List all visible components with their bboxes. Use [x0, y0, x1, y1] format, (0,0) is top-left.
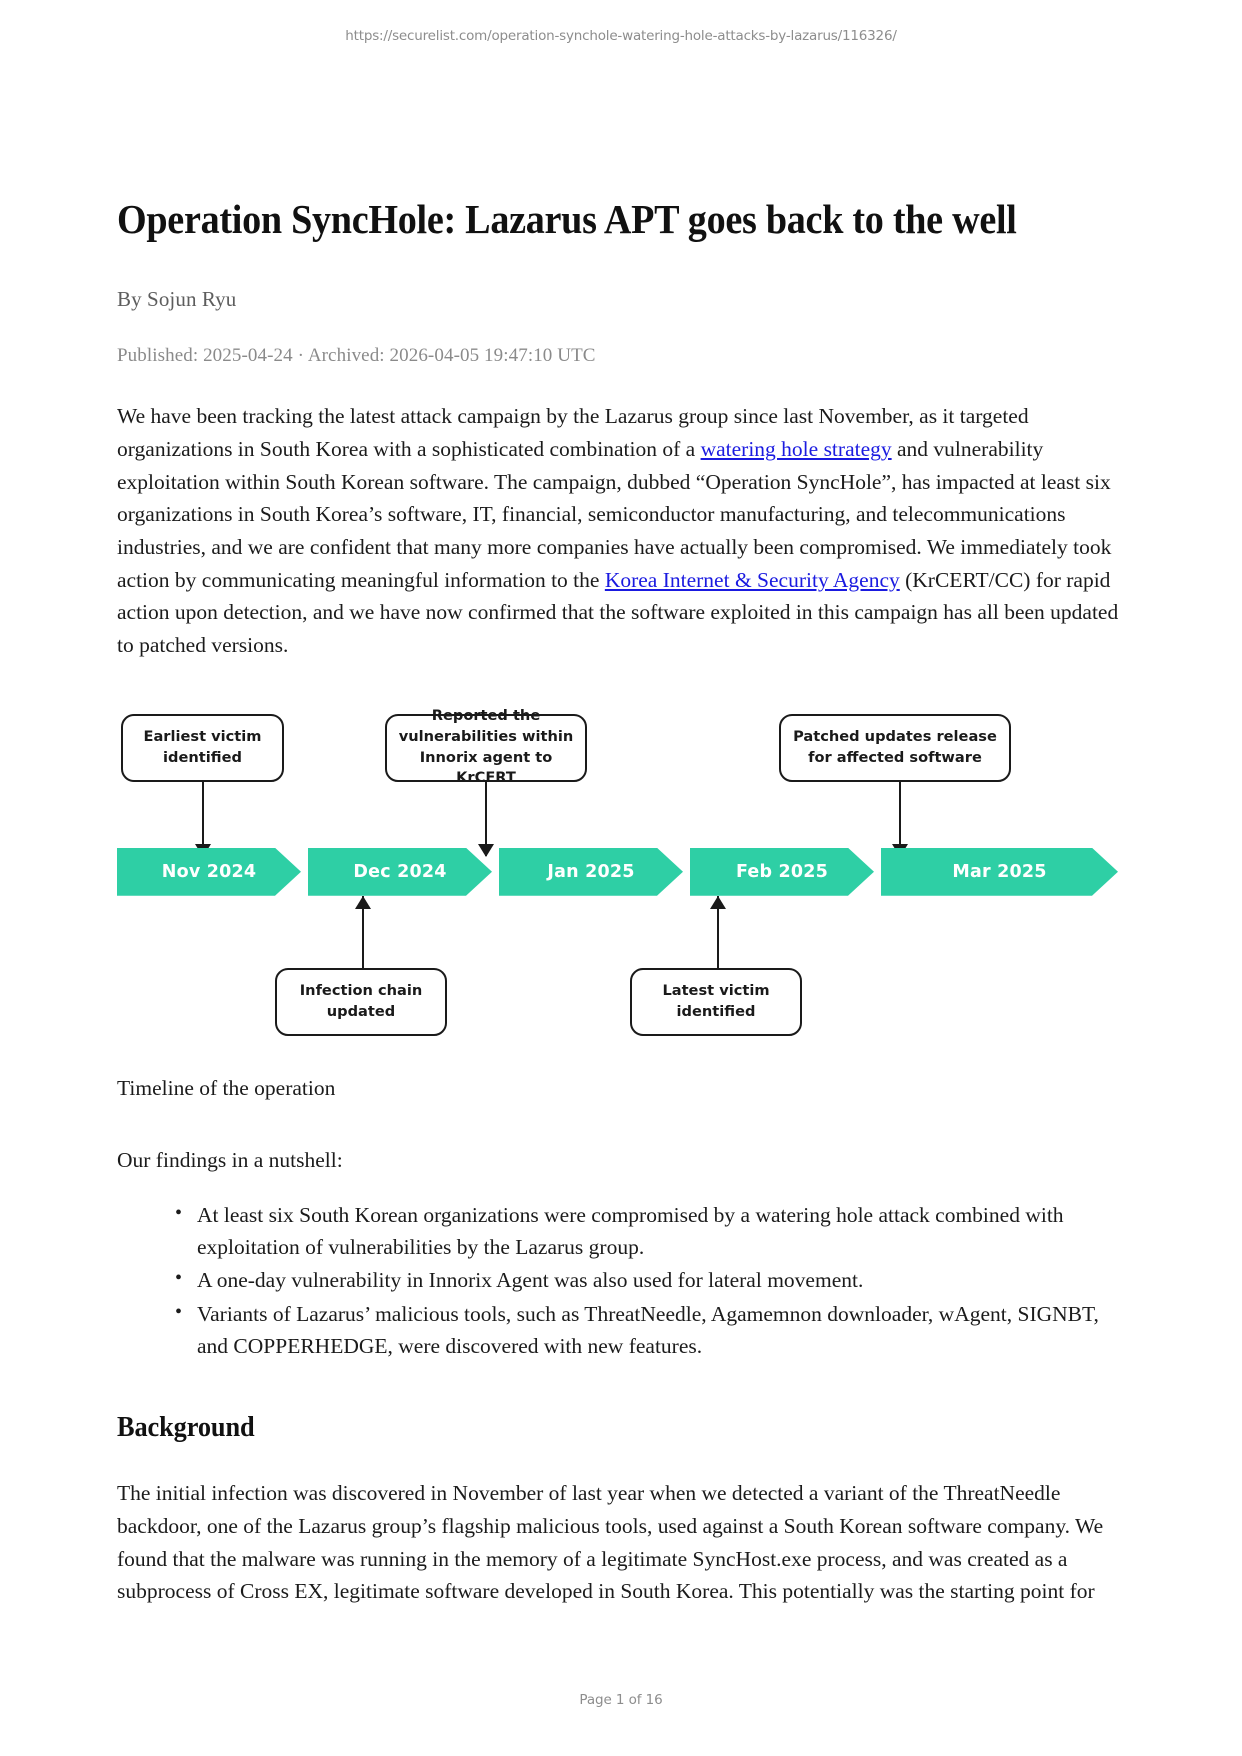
page-footer: Page 1 of 16 — [579, 1692, 663, 1708]
findings-intro: Our findings in a nutshell: — [117, 1148, 343, 1172]
timeline-month-nov-2024: Nov 2024 — [117, 848, 301, 896]
timeline-month-dec-2024: Dec 2024 — [308, 848, 492, 896]
arrowhead-reported-vulnerabilities — [478, 843, 494, 857]
list-item: At least six South Korean organizations … — [175, 1199, 1125, 1263]
intro-text-part-1: We have been tracking the latest attack … — [117, 404, 1029, 462]
krcert-agency-link[interactable]: Korea Internet & Security Agency — [604, 567, 900, 592]
connector-patched-updates — [899, 781, 902, 856]
watering-hole-strategy-link[interactable]: watering hole strategy — [700, 437, 892, 462]
timeline-callout-reported-vulnerabilities: Reported the vulnerabilities within Inno… — [385, 707, 587, 786]
connector-latest-victim — [717, 895, 720, 968]
arrowhead-infection-chain — [355, 895, 371, 909]
article-byline: By Sojun Ryu — [117, 287, 237, 312]
timeline-month-feb-2025: Feb 2025 — [690, 848, 874, 896]
timeline-callout-earliest-victim: Earliest victim identified — [121, 713, 284, 782]
connector-reported-vulnerabilities — [485, 781, 488, 856]
background-paragraph: The initial infection was discovered in … — [117, 1481, 1104, 1604]
connector-earliest-victim — [202, 781, 205, 856]
intro-text-part-2: and vulnerability exploitation within So… — [117, 437, 1112, 592]
list-item: Variants of Lazarus’ malicious tools, su… — [175, 1298, 1125, 1362]
timeline-figure: Earliest victim identified Reported the … — [117, 690, 1125, 1060]
timeline-month-jan-2025: Jan 2025 — [499, 848, 683, 896]
timeline-chevron-bar: Nov 2024 Dec 2024 Jan 2025 Feb 2025 Mar … — [117, 848, 1125, 896]
page-title: Operation SyncHole: Lazarus APT goes bac… — [117, 196, 1017, 242]
timeline-month-mar-2025: Mar 2025 — [881, 848, 1118, 896]
findings-list: At least six South Korean organizations … — [117, 1199, 1125, 1362]
timeline-callout-patched-updates: Patched updates release for affected sof… — [779, 713, 1011, 782]
publish-archive-meta: Published: 2025-04-24 · Archived: 2026-0… — [117, 345, 596, 367]
source-url-header: https://securelist.com/operation-synchol… — [345, 28, 897, 44]
timeline-callout-latest-victim: Latest victim identified — [630, 967, 802, 1036]
intro-paragraph: We have been tracking the latest attack … — [117, 400, 1125, 661]
section-heading-background: Background — [117, 1412, 255, 1444]
connector-infection-chain — [362, 895, 365, 968]
list-item: A one-day vulnerability in Innorix Agent… — [175, 1264, 1125, 1297]
timeline-callout-infection-chain: Infection chain updated — [275, 967, 447, 1036]
arrowhead-latest-victim — [710, 895, 726, 909]
figure-caption: Timeline of the operation — [117, 1075, 336, 1100]
intro-text-part-3: (KrCERT/CC) for rapid action upon detect… — [117, 567, 1119, 658]
article-content: Operation SyncHole: Lazarus APT goes bac… — [117, 195, 1125, 1608]
